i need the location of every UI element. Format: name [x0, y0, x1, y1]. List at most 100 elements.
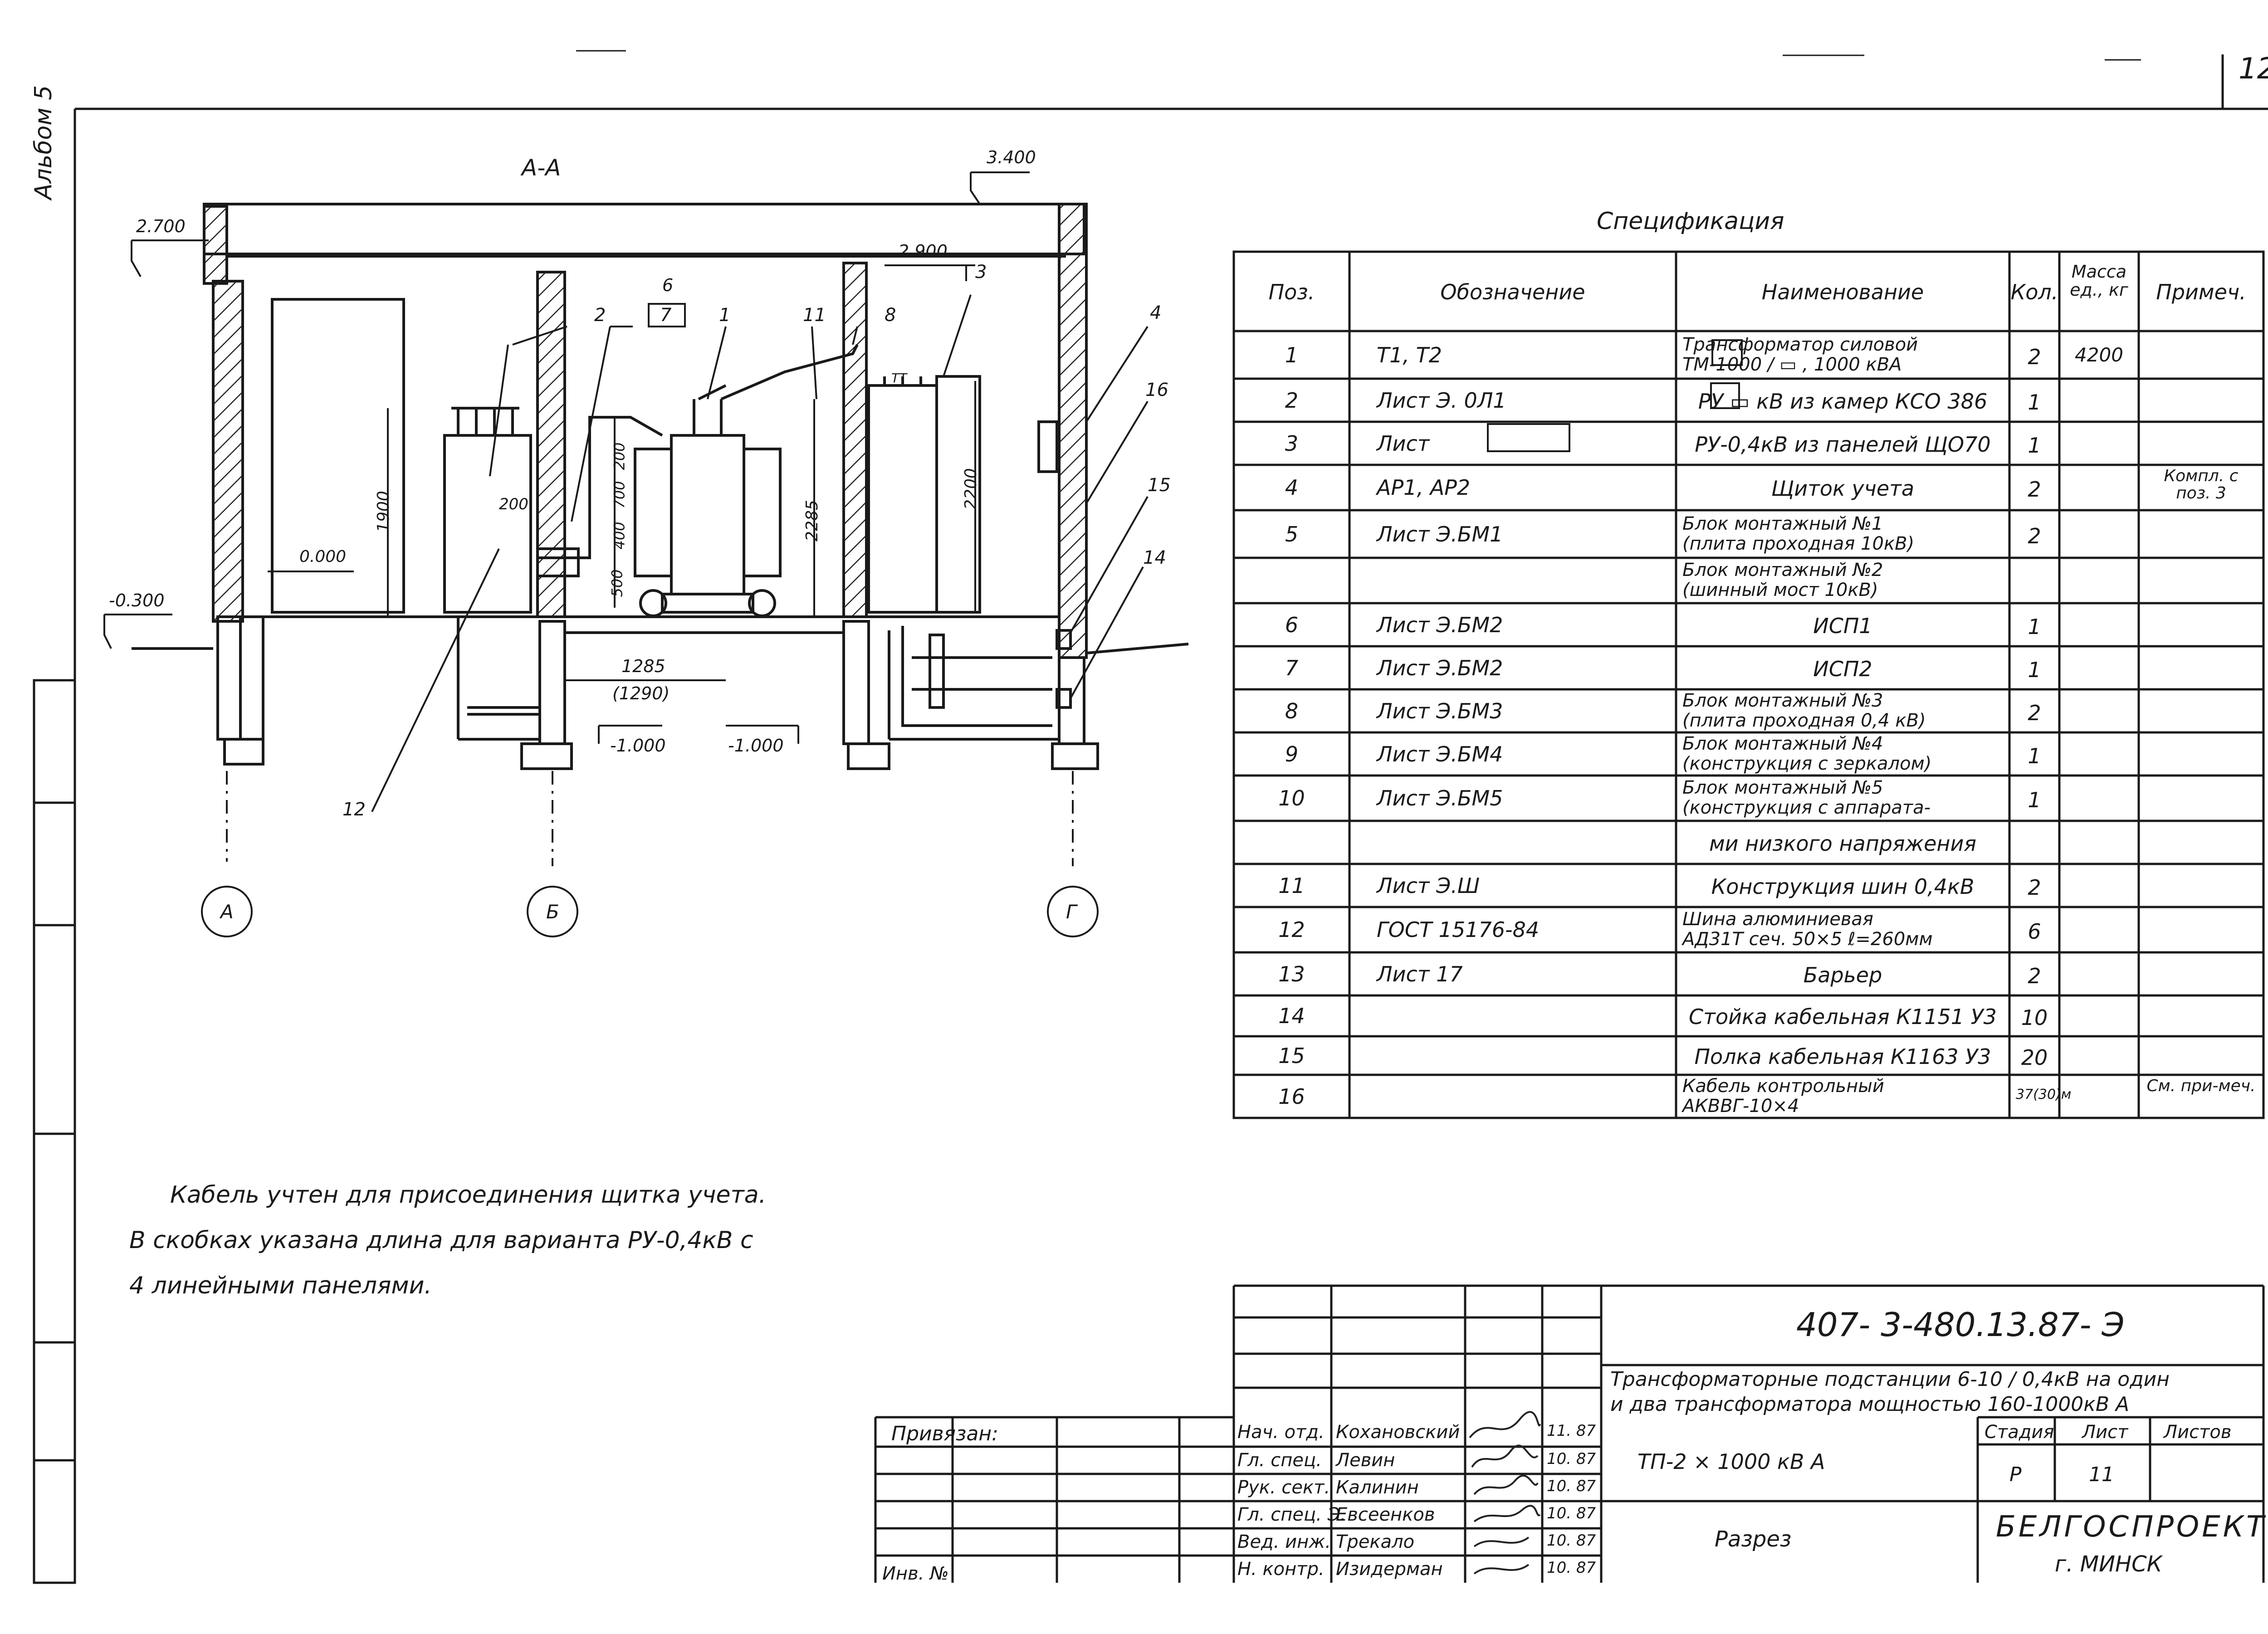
dim-700: 700	[611, 481, 628, 509]
staff-role: Гл. спец.	[1237, 1450, 1322, 1471]
spec-cell-qty: 2	[2028, 875, 2041, 900]
axis-bubble-a	[201, 886, 253, 937]
spec-cell-qty: 2	[2028, 963, 2041, 988]
spec-cell-qty: 2	[2028, 700, 2041, 725]
dim-1290: (1290)	[612, 683, 670, 703]
callout-16: 16	[1145, 380, 1168, 400]
spec-cell-qty: 1	[2028, 614, 2041, 639]
spec-cell-qty: 1	[2028, 390, 2041, 415]
busbar-label: ТТ	[891, 371, 907, 385]
spec-cell-name: (конструкция с зеркалом)	[1682, 753, 1932, 774]
spec-cell-name: Блок монтажный №1	[1682, 513, 1883, 534]
page-number: 12	[2239, 52, 2268, 86]
spec-cell-name: Щиток учета	[1771, 476, 1915, 501]
note-2: В скобках указана длина для варианта РУ-…	[129, 1227, 753, 1254]
sheets-label: Листов	[2164, 1422, 2232, 1443]
staff-date: 10. 87	[1547, 1504, 1596, 1522]
dim-1900: 1900	[374, 491, 393, 532]
spec-cell-name: Полка кабельная К1163 У3	[1694, 1044, 1991, 1069]
axis-label-b: Б	[546, 901, 559, 923]
staff-role: Рук. сект.	[1237, 1477, 1330, 1498]
description-line-1: Трансформаторные подстанции 6-10 / 0,4кВ…	[1610, 1368, 2170, 1391]
callout-4: 4	[1150, 302, 1162, 323]
org-name: БЕЛГОСПРОЕКТ	[1996, 1510, 2267, 1544]
spec-cell-name: (плита проходная 0,4 кВ)	[1682, 710, 1926, 731]
spec-cell-name: ИСП1	[1813, 613, 1872, 638]
callout-3: 3	[975, 262, 987, 283]
org-city: г. МИНСК	[2055, 1551, 2162, 1577]
spec-cell-pos: 11	[1278, 873, 1305, 898]
spec-cell-qty: 10	[2021, 1005, 2048, 1030]
spec-cell-pos: 13	[1278, 961, 1305, 986]
staff-name: Трекало	[1336, 1532, 1415, 1552]
spec-cell-name: Кабель контрольный	[1682, 1075, 1884, 1097]
spec-cell-name: Шина алюминиевая	[1682, 909, 1873, 930]
wall-b	[536, 271, 566, 618]
callout-1: 1	[719, 305, 731, 326]
document-code: 407- 3-480.13.87- Э	[1796, 1306, 2125, 1344]
dim-1285: 1285	[621, 656, 665, 676]
description-line-2: и два трансформатора мощностью 160-1000к…	[1610, 1393, 2130, 1416]
spec-cell-desig: Лист Э.БМ2	[1377, 612, 1503, 637]
spec-cell-pos: 7	[1285, 655, 1299, 680]
spec-cell-qty: 20	[2021, 1045, 2048, 1070]
dim-2200: 2200	[961, 468, 980, 510]
sheet-title: Разрез	[1715, 1527, 1792, 1552]
spec-cell-desig: Лист 17	[1377, 961, 1463, 986]
callout-14: 14	[1143, 547, 1166, 568]
spec-cell-name: Блок монтажный №4	[1682, 733, 1883, 754]
dim-200-tr: 200	[611, 442, 628, 470]
spec-cell-qty: 2	[2028, 523, 2041, 548]
spec-cell-name: АД31Т сеч. 50×5 ℓ=260мм	[1682, 929, 1933, 950]
spec-cell-name: Блок монтажный №3	[1682, 690, 1883, 711]
dim-400: 400	[611, 522, 628, 550]
staff-role: Нач. отд.	[1237, 1422, 1325, 1443]
dim-500: 500	[608, 569, 626, 597]
binding-strip	[33, 679, 76, 1584]
spec-cell-desig: Лист Э. 0Л1	[1377, 388, 1506, 413]
callout-6: 6	[662, 275, 674, 295]
spec-cell-name: (плита проходная 10кВ)	[1682, 533, 1915, 554]
staff-name: Изидерман	[1336, 1559, 1443, 1580]
spec-cell-pos: 3	[1285, 431, 1299, 456]
axis-label-g: Г	[1066, 901, 1077, 923]
spec-cell-desig: ГОСТ 15176-84	[1377, 917, 1540, 942]
spec-cell-pos: 15	[1278, 1043, 1305, 1068]
roof-slab	[203, 203, 1085, 255]
staff-name: Евсеенков	[1336, 1504, 1435, 1525]
spec-cell-pos: 2	[1285, 388, 1299, 413]
level-2900: 2.900	[898, 241, 948, 261]
spec-cell-pos: 14	[1278, 1004, 1305, 1028]
callout-12: 12	[342, 799, 366, 820]
spec-cell-mass: 4200	[2075, 343, 2123, 366]
dim-2285: 2285	[802, 500, 821, 541]
spec-header-2: Наименование	[1761, 280, 1924, 304]
spec-cell-pos: 16	[1278, 1084, 1305, 1109]
privyazan-label: Привязан:	[891, 1422, 998, 1445]
spec-cell-name: ми низкого напряжения	[1709, 831, 1977, 856]
spec-cell-desig: Лист Э.БМ5	[1377, 786, 1503, 810]
spec-cell-pos: 6	[1285, 612, 1299, 637]
spec-cell-pos: 5	[1285, 522, 1299, 546]
spec-header-3: Кол.	[2010, 280, 2058, 304]
dim-200-ru: 200	[499, 495, 528, 513]
title-block-grid	[874, 1284, 2265, 1583]
spec-cell-desig: Лист Э.БМ4	[1377, 741, 1503, 766]
album-label: Альбом 5	[30, 85, 57, 200]
callout-15: 15	[1148, 475, 1171, 496]
staff-date: 11. 87	[1547, 1422, 1596, 1440]
section-title: А-А	[522, 155, 561, 181]
transformer-body	[670, 434, 745, 595]
spec-cell-note: Компл. с поз. 3	[2164, 467, 2239, 502]
level-3400: 3.400	[987, 147, 1036, 167]
staff-name: Левин	[1336, 1450, 1395, 1471]
spec-cell-name: Барьер	[1803, 962, 1882, 987]
staff-date: 10. 87	[1547, 1450, 1596, 1468]
spec-cell-pos: 10	[1278, 786, 1305, 810]
spec-cell-desig: Т1, Т2	[1377, 342, 1442, 367]
spec-cell-desig: Лист	[1377, 431, 1430, 456]
spec-cell-desig: Лист Э.Ш	[1377, 873, 1480, 898]
spec-cell-desig: Лист Э.БМ2	[1377, 655, 1503, 680]
ru-04kv-panel	[867, 384, 938, 614]
spec-cell-qty: 37(30)м	[2016, 1086, 2072, 1102]
